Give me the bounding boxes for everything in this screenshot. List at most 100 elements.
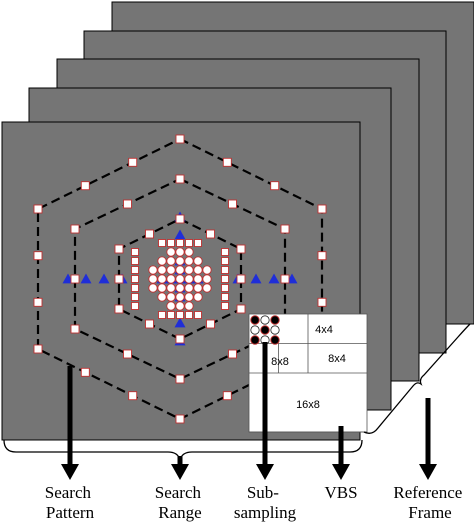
search-point-square	[221, 302, 229, 310]
search-point-square	[206, 319, 215, 329]
block-4x4-label: 4x4	[315, 324, 333, 336]
search-pattern-triangle	[250, 273, 262, 284]
search-pattern-triangle	[268, 273, 280, 284]
search-pattern-triangle	[174, 317, 186, 328]
search-pattern-triangle	[98, 273, 110, 284]
center-grid-circle	[166, 265, 176, 275]
sub-sampling-label: Sub- sampling	[234, 483, 297, 522]
search-range-arrow	[171, 456, 189, 480]
center-grid-circle	[166, 283, 176, 293]
subsampling-circle	[270, 335, 280, 345]
search-point-square	[114, 244, 124, 254]
search-point-square	[185, 311, 193, 319]
search-pattern-triangle	[174, 229, 186, 240]
center-grid-circle	[148, 283, 158, 293]
center-grid-circle	[202, 283, 212, 293]
subsampling-circle	[270, 325, 280, 335]
search-point-square	[221, 284, 229, 292]
search-point-square	[123, 199, 132, 209]
subsampling-circles	[250, 315, 280, 345]
search-point-square	[185, 239, 193, 247]
sub-sampling-label-line2: sampling	[234, 503, 297, 522]
search-point-square	[222, 391, 232, 401]
center-grid-circle	[157, 265, 167, 275]
vbs-arrow	[332, 426, 350, 480]
search-point-square	[131, 275, 139, 283]
center-grid-circle	[184, 292, 194, 302]
vbs-label-line1: VBS	[324, 483, 357, 502]
center-grid-circle	[157, 274, 167, 284]
reference-frame-label-line1: Reference	[393, 483, 462, 502]
search-point-square	[176, 311, 184, 319]
search-point-square	[33, 297, 43, 307]
search-point-square	[167, 239, 175, 247]
search-point-square	[131, 302, 139, 310]
search-point-square	[114, 274, 124, 284]
search-point-square	[175, 134, 185, 144]
search-point-square	[131, 248, 139, 256]
subsampling-circle	[250, 325, 260, 335]
search-point-square	[280, 224, 290, 234]
search-point-square	[228, 349, 237, 359]
sub-sampling-arrow	[256, 342, 274, 480]
center-grid-circle	[175, 283, 185, 293]
search-point-square	[236, 304, 246, 314]
search-point-square	[80, 181, 90, 191]
center-grid-circle	[175, 274, 185, 284]
search-point-square	[114, 304, 124, 314]
search-point-square	[194, 311, 202, 319]
center-grid-circle	[202, 274, 212, 284]
search-point-square	[128, 391, 138, 401]
center-grid-circle	[193, 274, 203, 284]
search-point-square	[70, 274, 80, 284]
search-point-square	[176, 239, 184, 247]
label-arrows	[61, 342, 437, 480]
sub-sampling-label-line1: Sub-	[247, 483, 279, 502]
search-point-square	[228, 199, 237, 209]
search-point-square	[175, 214, 185, 224]
search-points	[33, 134, 327, 424]
center-grid-circle	[175, 247, 185, 257]
center-grid-circle	[175, 265, 185, 275]
search-point-square	[123, 349, 132, 359]
center-grid-circle	[157, 283, 167, 293]
block-8x4-label: 8x4	[328, 353, 346, 365]
block-16x8-label: 16x8	[296, 399, 320, 411]
center-circle-grid	[148, 247, 212, 311]
center-grid-circle	[202, 265, 212, 275]
search-point-square	[221, 257, 229, 265]
search-point-square	[131, 293, 139, 301]
bottom-brace	[3, 439, 363, 461]
search-point-square	[131, 284, 139, 292]
search-point-square	[221, 266, 229, 274]
center-grid-circle	[148, 274, 158, 284]
search-point-square	[33, 344, 43, 354]
center-grid-circle	[148, 265, 158, 275]
search-point-square	[131, 257, 139, 265]
center-grid-circle	[184, 265, 194, 275]
center-grid-circle	[166, 292, 176, 302]
search-pattern-label: Search Pattern	[45, 483, 96, 522]
center-grid-circle	[166, 247, 176, 257]
search-point-square	[33, 251, 43, 261]
search-pattern-label-line2: Pattern	[46, 503, 95, 522]
search-point-square	[175, 174, 185, 184]
center-grid-circle	[166, 301, 176, 311]
center-grid-circle	[175, 292, 185, 302]
center-grid-circle	[184, 283, 194, 293]
subsampling-circle	[260, 315, 270, 325]
search-point-square	[194, 239, 202, 247]
center-grid-circle	[193, 283, 203, 293]
search-point-square	[317, 297, 327, 307]
search-pattern-triangle	[80, 273, 92, 284]
subsampling-circle	[250, 335, 260, 345]
search-point-square	[128, 157, 138, 167]
search-point-square	[145, 319, 154, 329]
reference-frame-label-line2: Frame	[408, 503, 451, 522]
search-range-label-line2: Range	[158, 503, 201, 522]
search-point-square	[222, 157, 232, 167]
search-point-square	[221, 248, 229, 256]
search-range-label-line1: Search	[155, 483, 202, 502]
center-grid-circle	[184, 301, 194, 311]
center-grid-circle	[175, 256, 185, 266]
